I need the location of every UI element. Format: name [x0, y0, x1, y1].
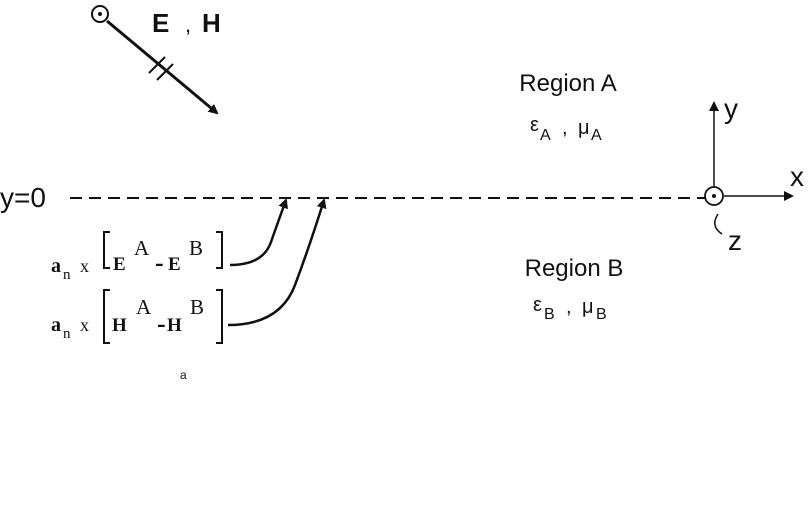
h-pointer-arrow: [227, 198, 327, 327]
region-a-mu: μ: [578, 117, 590, 139]
unit-normal-a: a: [51, 314, 61, 336]
e-pointer-arrow: [229, 198, 288, 267]
z-axis-label: z: [728, 225, 742, 256]
wave-field-e: E: [152, 8, 169, 38]
region-b-mu-sub: B: [596, 306, 607, 323]
coordinate-axes: y x z: [704, 93, 804, 256]
h-boundary-condition: a n x H A - H B: [51, 198, 327, 344]
unit-normal-n: n: [63, 326, 71, 342]
figure-caption: a: [180, 368, 187, 382]
e-field-b: E: [168, 254, 181, 275]
region-b-eps: ε: [533, 294, 542, 316]
e-sup-b: B: [189, 236, 203, 260]
z-axis-dot: [712, 194, 716, 198]
incident-wave: E , H: [91, 5, 221, 115]
wave-tick-2: [156, 63, 174, 81]
interface: y=0: [0, 182, 705, 213]
wave-comma: ,: [185, 12, 191, 37]
e-field-a: E: [113, 254, 126, 275]
cross-symbol: x: [80, 256, 89, 276]
right-bracket: [216, 231, 223, 269]
z-leader: [714, 213, 723, 235]
region-a-mu-sub: A: [591, 127, 602, 144]
region-a-eps: ε: [530, 114, 539, 136]
out-of-page-dot: [98, 12, 102, 16]
unit-normal-n: n: [63, 267, 71, 283]
wave-field-h: H: [202, 8, 221, 38]
region-a: Region A ε A , μ A: [519, 70, 616, 144]
e-sup-a: A: [134, 236, 150, 260]
interface-label: y=0: [0, 182, 46, 213]
region-b-label: Region B: [525, 255, 624, 282]
h-field-a: H: [112, 315, 127, 336]
h-sup-b: B: [190, 295, 204, 319]
right-bracket: [216, 289, 223, 344]
region-a-eps-sub: A: [540, 127, 551, 144]
propagation-arrow: [106, 19, 219, 115]
region-b: Region B ε B , μ B: [525, 255, 624, 323]
region-b-sep: ,: [566, 296, 572, 318]
region-a-label: Region A: [519, 70, 616, 97]
unit-normal-a: a: [51, 255, 61, 277]
region-a-sep: ,: [562, 117, 568, 139]
x-axis-label: x: [790, 161, 804, 192]
cross-symbol: x: [80, 315, 89, 335]
wave-tick-1: [148, 56, 166, 74]
region-b-eps-sub: B: [544, 306, 555, 323]
h-minus: -: [157, 309, 166, 338]
left-bracket: [103, 231, 110, 269]
h-field-b: H: [167, 315, 182, 336]
e-minus: -: [155, 248, 164, 277]
h-sup-a: A: [136, 295, 152, 319]
y-axis-label: y: [724, 93, 738, 124]
left-bracket: [103, 289, 110, 344]
region-b-mu: μ: [582, 296, 594, 318]
e-boundary-condition: a n x E A - E B: [51, 198, 288, 283]
out-of-page-icon: [91, 5, 109, 23]
